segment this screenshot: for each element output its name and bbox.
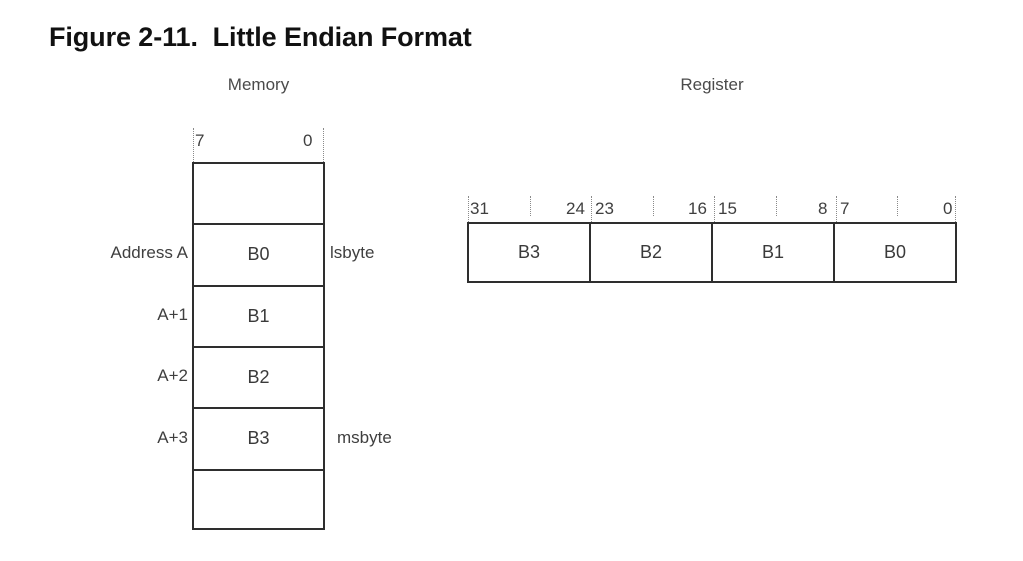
figure-title: Figure 2-11. Little Endian Format — [49, 22, 472, 52]
memory-cell-b2: B2 — [194, 348, 323, 410]
memory-address-label-a1: A+1 — [157, 305, 188, 324]
register-bit-label-23: 23 — [595, 199, 614, 218]
register-bit-tick-31 — [468, 196, 469, 222]
register-bit-label-15: 15 — [718, 199, 737, 218]
register-bit-tick-24-23 — [591, 196, 592, 222]
memory-address-label-a2: A+2 — [157, 366, 188, 385]
memory-lsbyte-label: lsbyte — [330, 243, 375, 262]
memory-cell-empty-top — [194, 164, 323, 226]
memory-section-caption: Memory — [227, 75, 290, 94]
register-bit-tick-mid-b3 — [530, 196, 531, 216]
memory-bit-tick-right — [323, 128, 324, 162]
register-bit-label-8: 8 — [818, 199, 828, 218]
register-bit-tick-8-7 — [836, 196, 837, 222]
register-bit-tick-mid-b0 — [897, 196, 898, 216]
register-section-caption: Register — [680, 75, 744, 94]
memory-msbyte-label: msbyte — [337, 428, 392, 447]
register-bit-label-31: 31 — [470, 199, 489, 218]
register-bit-label-7: 7 — [840, 199, 850, 218]
register-bit-tick-16-15 — [714, 196, 715, 222]
register-bit-label-24: 24 — [566, 199, 585, 218]
register-row: B3 B2 B1 B0 — [467, 222, 957, 283]
register-cell-b0: B0 — [883, 242, 907, 262]
register-bit-label-16: 16 — [688, 199, 707, 218]
memory-cell-b1: B1 — [194, 287, 323, 348]
register-cell-b2: B2 — [591, 224, 713, 281]
memory-bit-tick-left — [193, 128, 194, 162]
memory-bit-label-7: 7 — [195, 131, 205, 150]
memory-cell-b0: B0 — [194, 225, 323, 287]
register-bit-tick-mid-b1 — [776, 196, 777, 216]
memory-cell-b3: B3 — [194, 409, 323, 471]
register-bit-tick-0 — [955, 196, 956, 222]
memory-bit-label-0: 0 — [303, 131, 313, 150]
register-bit-label-0: 0 — [943, 199, 953, 218]
register-cell-b3: B3 — [469, 224, 591, 281]
memory-address-label-a: Address A — [110, 243, 189, 262]
register-cell-b1: B1 — [713, 224, 835, 281]
memory-cell-empty-bottom — [194, 471, 323, 532]
register-bit-tick-mid-b2 — [653, 196, 654, 216]
memory-column: B0 B1 B2 B3 — [192, 162, 325, 530]
memory-address-label-a3: A+3 — [157, 428, 188, 447]
